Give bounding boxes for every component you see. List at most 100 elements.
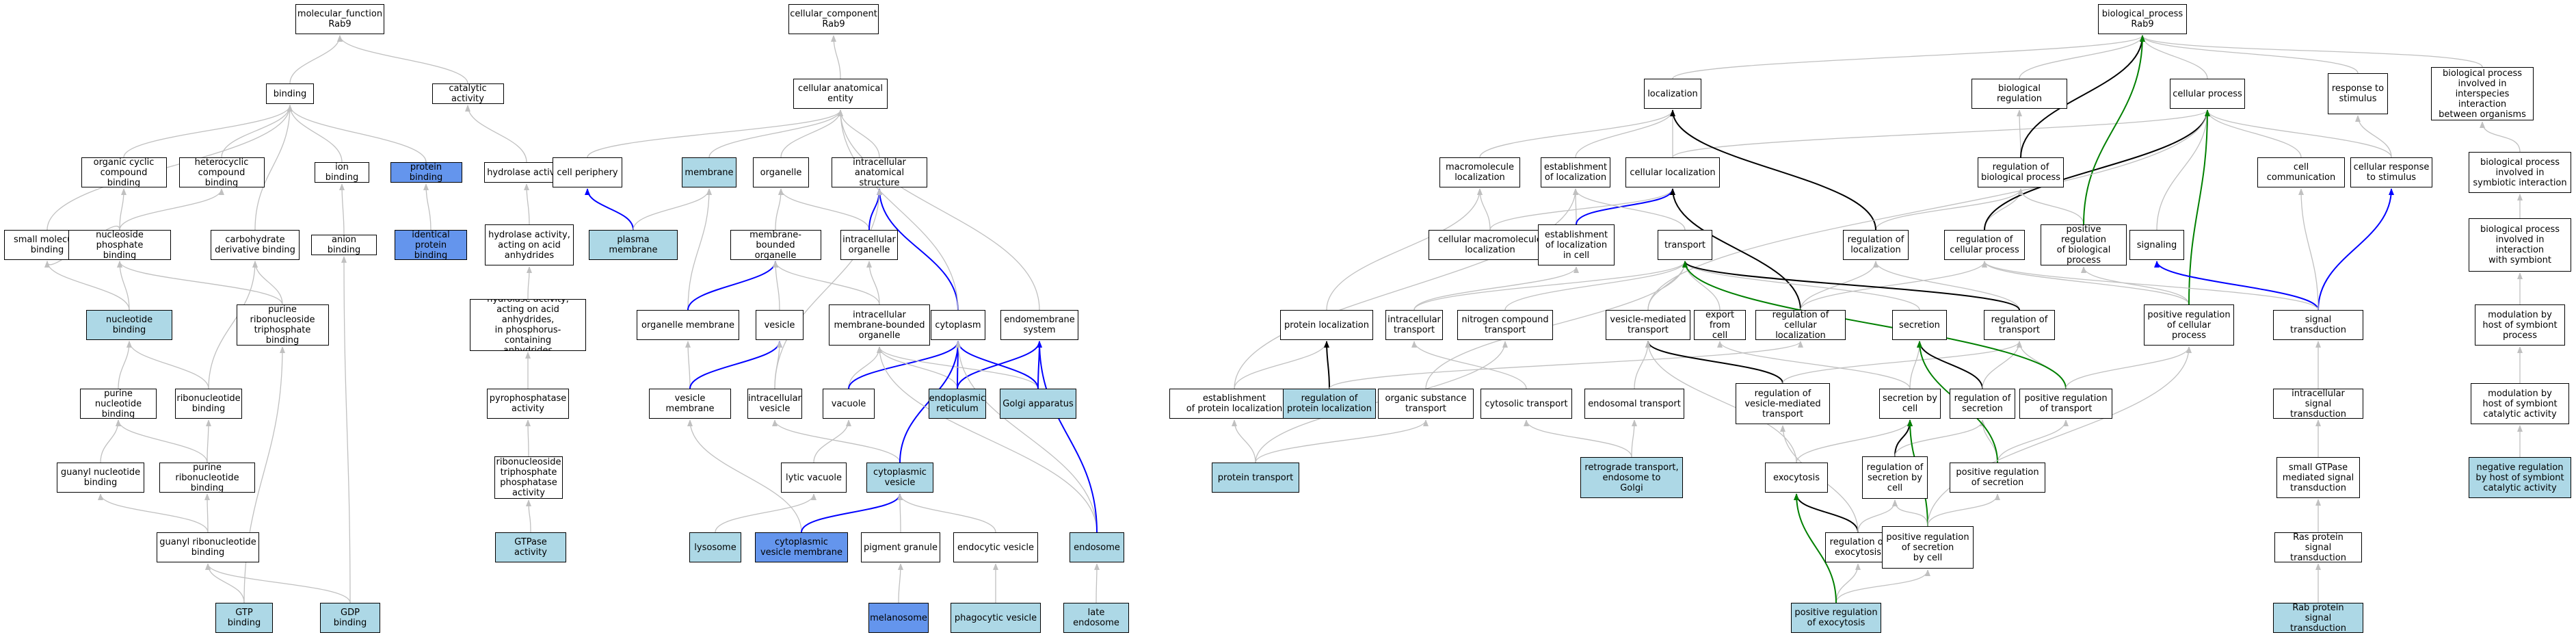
edge-estloc-to-localization (1575, 109, 1675, 158)
edge-regprotloc-to-regcellloc (1329, 341, 1803, 389)
edge-cytotrans-to-intratrans (1411, 341, 1527, 389)
go-term-regsec: regulation of secretion (1950, 389, 2015, 419)
go-term-interwithsymb: biological process involved in interacti… (2469, 218, 2571, 272)
edge-golgi-to-imbo (877, 346, 1039, 389)
edge-regvesmed-to-regtrans (1782, 341, 2022, 384)
edge-regloc-to-localization (1670, 109, 1876, 231)
edge-vesmem-to-orgmem (685, 341, 691, 389)
go-term-pyrophos: pyrophosphatase activity (487, 389, 569, 419)
edge-posregcell-to-cellproc (2188, 109, 2210, 305)
go-term-endomem: endomembrane system (1000, 310, 1078, 340)
edge-posregsecbycell-to-posregsec (1927, 493, 2000, 527)
edge-transport-to-estloc (1573, 188, 1686, 231)
edge-nucphos-to-hetcyc (119, 188, 224, 231)
go-term-endosome: endosome (1070, 532, 1124, 562)
go-term-catalytic: catalytic activity (431, 83, 504, 104)
edge-lysosome-to-lytic (715, 493, 816, 533)
edge-vesmem-to-vesicle (689, 341, 782, 389)
edge-vacuole-to-cytoplasm (848, 341, 961, 389)
go-term-phago: phagocytic vesicle (951, 603, 1041, 633)
edge-posregcell-to-posregbio (2081, 266, 2190, 305)
go-term-modhost: modulation by host of symbiont process (2475, 304, 2565, 346)
edge-nitrogen-to-transport (1504, 261, 1688, 311)
edge-identprot-to-protb (423, 183, 431, 231)
go-term-cytovesmem: cytoplasmic vesicle membrane (755, 532, 848, 562)
edge-posregcell-to-regcell (1982, 261, 2190, 305)
edge-melanosome-to-pigment (897, 563, 903, 603)
go-term-cytoves: cytoplasmic vesicle (866, 463, 933, 493)
go-term-estlocincell: establishment of localization in cell (1538, 224, 1615, 265)
go-term-carbder: carbohydrate derivative binding (211, 230, 300, 260)
go-term-posregtrans: positive regulation of transport (2019, 389, 2112, 419)
go-term-organelle: organelle (753, 157, 809, 187)
go-term-sigtrans: signal transduction (2273, 310, 2363, 340)
edge-estlocincell-to-cellloc (1576, 188, 1675, 225)
go-term-localization: localization (1644, 79, 1701, 109)
edge-smallmol-to-binding (47, 105, 293, 231)
go-term-ribonucl: ribonucleotide binding (175, 389, 242, 419)
edge-ionb-to-binding (287, 105, 343, 163)
edge-sigtrans-to-signaling (2154, 261, 2319, 311)
edge-regcellloc-to-regcell (1800, 261, 1987, 311)
go-term-er: endoplasmic reticulum (929, 389, 986, 419)
go-term-negreg: negative regulation by host of symbiont … (2469, 457, 2571, 498)
edge-gdpb-to-anion (341, 256, 351, 603)
edge-intraves-to-ias (774, 188, 882, 389)
go-term-ionb: ion binding (315, 162, 369, 183)
edge-cellresp-to-cellproc (2205, 109, 2392, 158)
edge-orgmem-to-mbo (687, 261, 778, 311)
edge-cellper-to-cae (587, 109, 843, 158)
go-term-secbycell: secretion by cell (1879, 389, 1941, 419)
edge-purribo-to-ribonucl (205, 419, 211, 463)
go-term-cae: cellular anatomical entity (793, 79, 888, 109)
edge-interspecies-to-bp (2140, 35, 2483, 68)
go-term-cellresp: cellular response to stimulus (2350, 157, 2432, 187)
edge-orgsub-to-transport (1425, 261, 1688, 389)
edge-intraorg-to-organelle (778, 188, 870, 231)
go-term-intraves: intracellular vesicle (747, 389, 802, 419)
edge-cellcomm-to-cellproc (2205, 109, 2302, 158)
go-term-pigment: pigment granule (861, 532, 940, 562)
go-term-prottrans: protein transport (1212, 463, 1299, 493)
go-term-transport: transport (1658, 230, 1712, 260)
edge-cellmacroloc-to-cellloc (1489, 188, 1675, 231)
edge-orgcyc-to-binding (123, 105, 293, 158)
go-term-hetcyc: heterocyclic compound binding (178, 157, 265, 187)
edge-purntp-to-nucphos (117, 261, 283, 305)
go-term-gtpb: GTP binding (215, 603, 273, 633)
edge-regcellloc-to-regloc (1800, 261, 1878, 311)
go-term-endotrans: endosomal transport (1584, 389, 1684, 419)
edge-gdpb-to-guanylribo (205, 563, 351, 603)
edge-regloc-to-regbio (1875, 188, 2023, 231)
edge-cytoves-to-intraves (772, 419, 901, 463)
go-term-posregsecbycell: positive regulation of secretion by cell (1882, 526, 1974, 569)
edge-secretion-to-transport (1682, 261, 1920, 311)
go-term-exocytosis: exocytosis (1765, 463, 1828, 493)
edge-regsecbycell-to-regsec (1894, 419, 1985, 457)
edge-hetcyc-to-binding (221, 105, 293, 158)
edge-regvesmed-to-vesmedtrans (1645, 341, 1783, 384)
edge-guanylribo-to-purribo (204, 493, 211, 533)
go-term-intrasig: intracellular signal transduction (2273, 389, 2363, 419)
go-term-cytoplasm: cytoplasm (931, 310, 985, 340)
go-term-rab: Rab protein signal transduction (2273, 603, 2363, 633)
go-term-binding: binding (266, 83, 314, 104)
edge-guanylribo-to-guanyl (98, 493, 209, 533)
edge-cytoplasm-to-cae (838, 109, 959, 311)
edge-binding-to-mf (289, 35, 343, 84)
edge-nucleotb-to-smallmol (44, 261, 130, 311)
edge-hydrophos-to-hydroacid (526, 266, 532, 300)
go-term-guanyl: guanyl nucleotide binding (57, 463, 144, 493)
go-term-vesicle: vesicle (756, 310, 804, 340)
go-term-modcat: modulation by host of symbiont catalytic… (2471, 383, 2569, 424)
edge-catalytic-to-mf (337, 35, 468, 84)
go-term-cellper: cell periphery (553, 157, 622, 187)
go-term-signaling: signaling (2129, 230, 2184, 260)
go-term-posregbio: positive regulation of biological proces… (2041, 224, 2127, 265)
go-term-purntp: purine ribonucleoside triphosphate bindi… (236, 304, 329, 346)
edge-imbo-to-mbo (773, 261, 880, 305)
edge-protloc-to-macroloc (1326, 188, 1483, 311)
edge-estprotloc-to-estloc (1234, 188, 1578, 389)
go-term-protb: protein binding (390, 162, 462, 183)
